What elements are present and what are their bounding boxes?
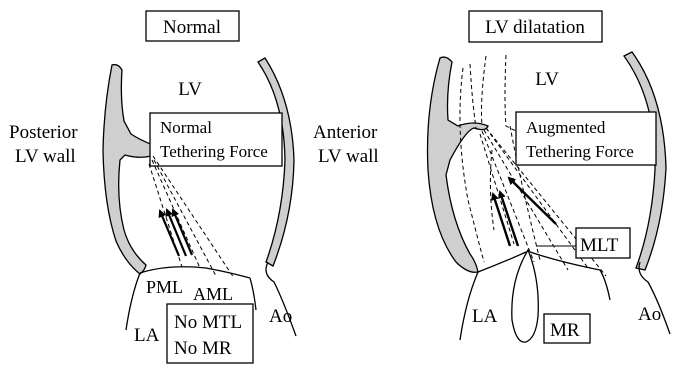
normal-la-wall-left bbox=[126, 273, 140, 330]
normal-ao-label: Ao bbox=[269, 306, 292, 327]
mlt-label: MLT bbox=[580, 235, 619, 256]
normal-aml-label: AML bbox=[193, 284, 233, 304]
dilatation-tethering-arrows bbox=[493, 178, 556, 246]
normal-status-line-1: No MTL bbox=[174, 312, 242, 333]
normal-anterior-label-2: LV wall bbox=[318, 146, 379, 167]
normal-lv-label: LV bbox=[178, 79, 202, 100]
normal-status-line-2: No MR bbox=[174, 338, 232, 359]
dilatation-tethering-line-1: Augmented bbox=[526, 118, 606, 137]
mr-jet bbox=[512, 250, 538, 342]
normal-title: Normal bbox=[163, 17, 221, 38]
normal-anterior-label-1: Anterior bbox=[313, 122, 378, 143]
normal-tethering-line-2: Tethering Force bbox=[160, 142, 268, 161]
dilatation-title: LV dilatation bbox=[485, 17, 585, 38]
normal-panel: Normal LV Posterior LV wall Anterior LV … bbox=[9, 11, 379, 363]
mr-label: MR bbox=[550, 320, 580, 341]
dilatation-lv-label: LV bbox=[535, 69, 559, 90]
dilatation-panel: LV dilatation LV Augmented Tethering For… bbox=[428, 11, 671, 343]
normal-tethering-arrows bbox=[160, 210, 192, 256]
normal-tethering-line-1: Normal bbox=[160, 118, 212, 137]
dilatation-tethering-line-2: Tethering Force bbox=[526, 142, 634, 161]
normal-posterior-wall bbox=[103, 65, 153, 274]
normal-posterior-label-1: Posterior bbox=[9, 122, 78, 143]
dilatation-la-wall-right bbox=[600, 270, 610, 300]
dilatation-posterior-wall bbox=[428, 57, 489, 272]
normal-pml-label: PML bbox=[146, 277, 183, 297]
normal-la-label: LA bbox=[134, 325, 160, 346]
dilatation-la-label: LA bbox=[472, 306, 498, 327]
dilatation-ao-label: Ao bbox=[638, 304, 661, 325]
normal-posterior-label-2: LV wall bbox=[15, 146, 76, 167]
